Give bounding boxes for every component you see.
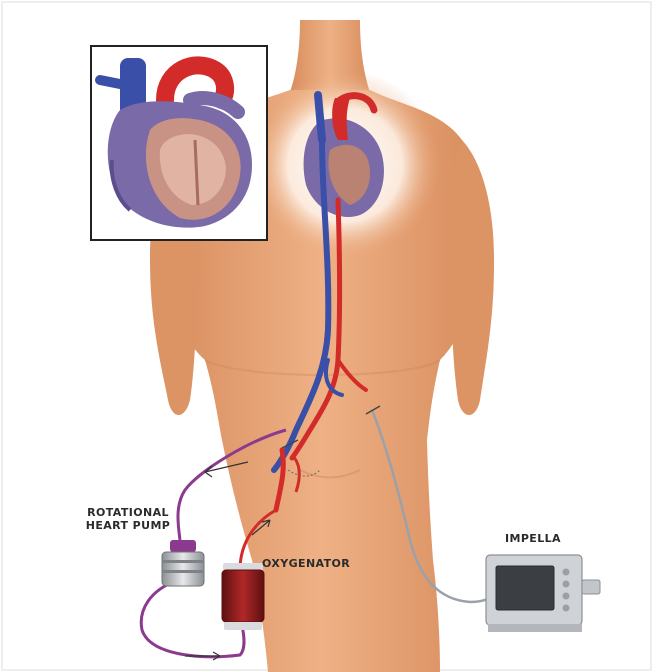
rotational-heart-pump-label-line1: ROTATIONAL <box>87 506 169 519</box>
impella-label: IMPELLA <box>505 532 561 545</box>
rotational-heart-pump-label-line2: HEART PUMP <box>86 519 171 532</box>
oxygenator-icon <box>222 563 264 630</box>
heart-inset <box>91 46 267 240</box>
heart-cross-section-icon <box>100 58 252 228</box>
oxygenator-label: OXYGENATOR <box>262 557 350 570</box>
rotational-heart-pump-label: ROTATIONAL HEART PUMP <box>73 506 183 532</box>
